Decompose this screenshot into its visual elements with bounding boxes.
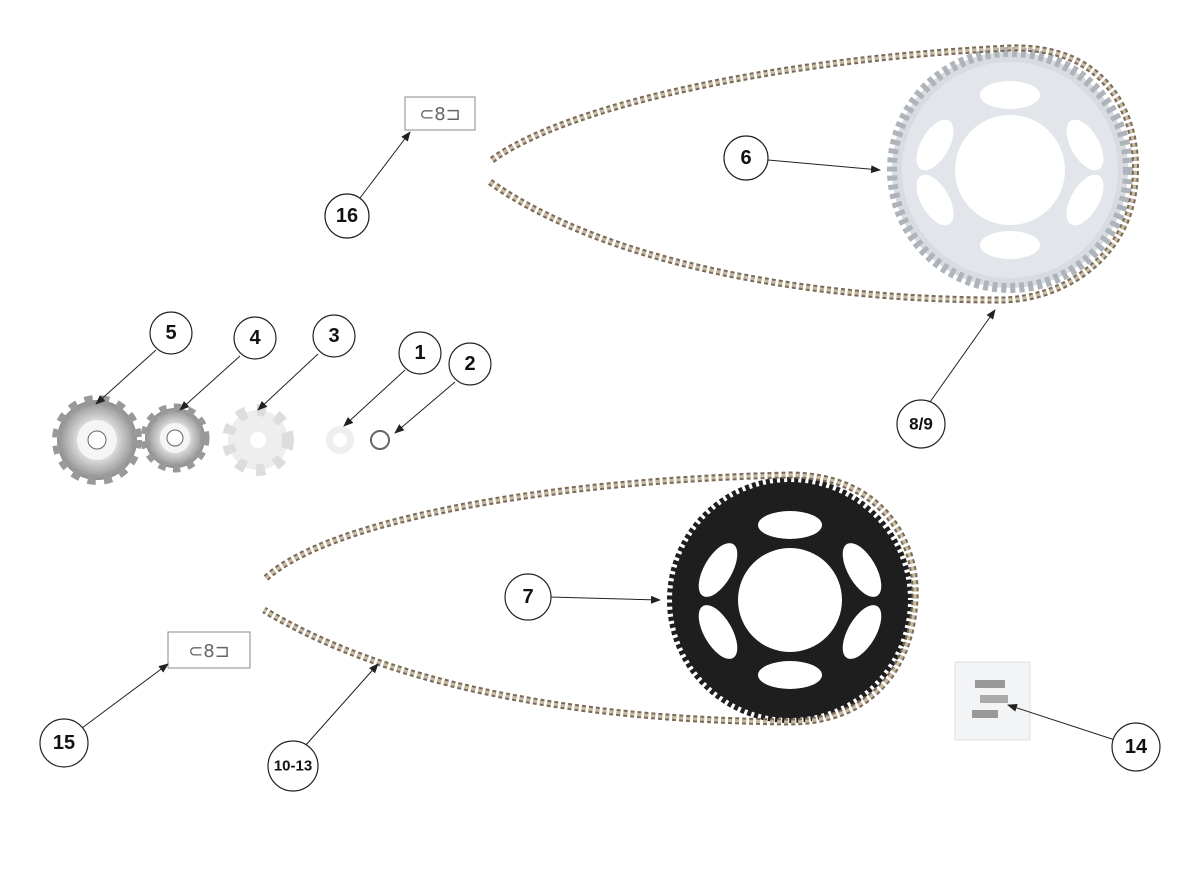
callout-15: 15 bbox=[39, 718, 89, 768]
bolt-kit-14 bbox=[954, 661, 1031, 741]
callout-16: 16 bbox=[324, 193, 370, 239]
front-sprocket-5 bbox=[52, 395, 142, 485]
svg-text:3: 3 bbox=[328, 325, 339, 347]
master-link-15: ⊂8⊐ bbox=[167, 631, 251, 669]
svg-text:6: 6 bbox=[740, 147, 751, 169]
front-sprocket-4 bbox=[140, 403, 210, 473]
callout-10-13: 10-13 bbox=[267, 740, 319, 792]
chain-10-13 bbox=[262, 471, 919, 726]
svg-text:10-13: 10-13 bbox=[274, 758, 312, 775]
washer-1 bbox=[326, 426, 354, 454]
leader-lines bbox=[81, 131, 1116, 747]
svg-text:14: 14 bbox=[1125, 736, 1148, 758]
svg-text:5: 5 bbox=[165, 322, 176, 344]
chain-8-9 bbox=[487, 44, 1140, 304]
callout-14: 14 bbox=[1111, 722, 1161, 772]
master-link-16: ⊂8⊐ bbox=[404, 96, 476, 131]
svg-text:4: 4 bbox=[249, 327, 261, 349]
rear-sprocket-black bbox=[667, 477, 913, 723]
svg-text:2: 2 bbox=[464, 353, 475, 375]
callout-3: 3 bbox=[312, 314, 356, 358]
rear-sprocket-aluminium bbox=[887, 47, 1133, 293]
callout-2: 2 bbox=[448, 342, 492, 386]
svg-text:15: 15 bbox=[53, 732, 75, 754]
callout-8-9: 8/9 bbox=[896, 399, 946, 449]
callout-4: 4 bbox=[233, 316, 277, 360]
svg-text:16: 16 bbox=[336, 205, 358, 227]
svg-text:⊂8⊐: ⊂8⊐ bbox=[419, 104, 461, 125]
callout-5: 5 bbox=[149, 311, 193, 355]
svg-text:1: 1 bbox=[414, 342, 425, 364]
callout-7: 7 bbox=[504, 573, 552, 621]
svg-text:7: 7 bbox=[522, 586, 533, 608]
svg-text:8/9: 8/9 bbox=[909, 415, 933, 434]
circlip-2 bbox=[370, 430, 390, 450]
callout-6: 6 bbox=[723, 135, 769, 181]
callout-1: 1 bbox=[398, 331, 442, 375]
svg-text:⊂8⊐: ⊂8⊐ bbox=[188, 641, 230, 662]
front-sprocket-3 bbox=[222, 404, 294, 476]
